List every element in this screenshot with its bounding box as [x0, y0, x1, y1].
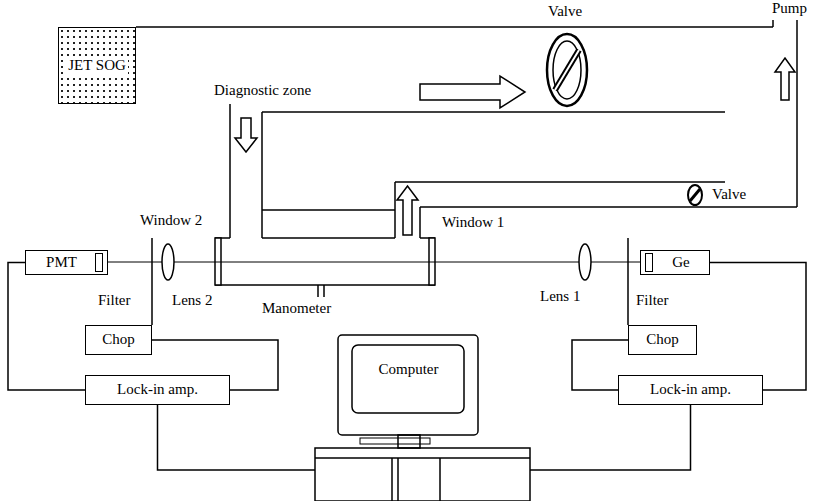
box-label: JET SOG: [66, 57, 128, 74]
signal-wire: [158, 405, 316, 470]
signal-wire: [710, 263, 806, 391]
box-label: Lock-in amp.: [650, 381, 731, 398]
signal-wire: [8, 263, 85, 391]
amplifier-box: Lock-in amp.: [85, 375, 230, 405]
part-label: Valve: [548, 3, 582, 20]
part-label: Window 1: [442, 214, 504, 231]
filter-window: [645, 253, 653, 272]
signal-wire: [530, 405, 691, 470]
part-label: Diagnostic zone: [214, 82, 311, 99]
box-label: PMT: [46, 254, 77, 271]
part-label: Filter: [98, 292, 131, 309]
gas-generator-box: JET SOG: [58, 27, 136, 104]
amplifier-box: Lock-in amp.: [618, 375, 763, 405]
chopper-box: Chop: [85, 325, 152, 355]
part-label: Manometer: [262, 300, 331, 317]
detector-box: Ge: [640, 250, 710, 275]
chopper-box: Chop: [628, 325, 697, 355]
detector-box: PMT: [25, 250, 108, 275]
computer: Computer: [315, 335, 530, 501]
box-label: Chop: [102, 331, 135, 348]
part-label: Window 2: [140, 212, 202, 229]
box-label: Ge: [672, 254, 690, 271]
part-label: Lens 1: [540, 288, 580, 305]
part-label: Lens 2: [172, 292, 212, 309]
box-label: Lock-in amp.: [117, 381, 198, 398]
filter-window: [95, 253, 103, 272]
part-label: Valve: [712, 186, 746, 203]
part-label: Pump: [772, 0, 807, 17]
part-label: Filter: [636, 292, 669, 309]
box-label: Computer: [355, 361, 462, 378]
box-label: Chop: [646, 331, 679, 348]
